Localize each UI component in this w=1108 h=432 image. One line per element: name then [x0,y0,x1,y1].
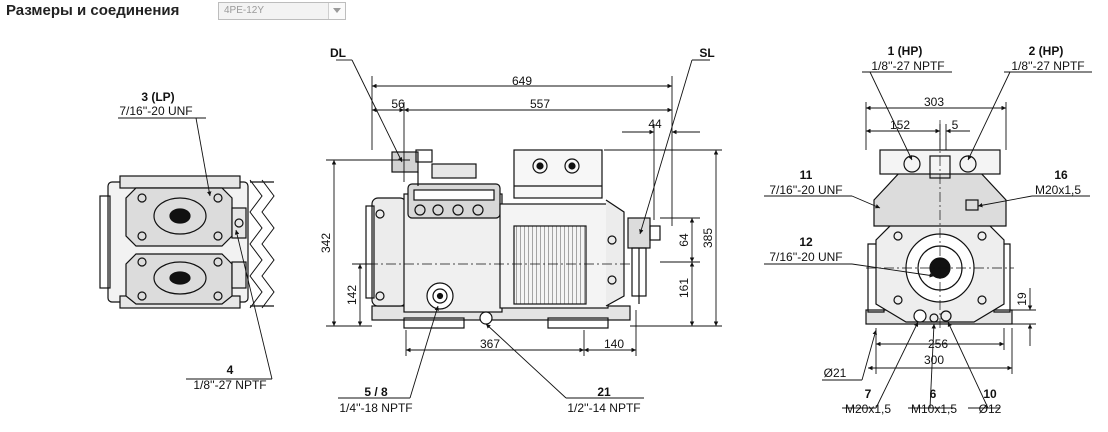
dim-385: 385 [701,228,715,248]
dim-d21: Ø21 [824,366,847,380]
top-view [99,175,275,309]
model-select[interactable]: 4PE-12Y [218,2,346,20]
conn-11-id: 11 [800,168,813,182]
dim-64: 64 [677,233,691,247]
dim-557: 557 [530,97,550,111]
conn-2-id: 2 (HP) [1029,44,1064,58]
dim-342: 342 [319,233,333,253]
dim-5: 5 [952,118,959,132]
dim-303: 303 [924,95,944,109]
conn-5-8-id: 5 / 8 [364,385,388,399]
conn-11-spec: 7/16''-20 UNF [769,183,842,197]
conn-3-id: 3 (LP) [141,90,174,104]
dim-44: 44 [648,117,662,131]
dim-256: 256 [928,337,948,351]
conn-1-id: 1 (HP) [888,44,923,58]
dim-300: 300 [924,353,944,367]
conn-10-spec: Ø12 [979,402,1002,416]
leaders-left [118,117,273,380]
conn-6-id: 6 [930,387,937,401]
conn-7-id: 7 [865,387,872,401]
dim-152: 152 [890,118,910,132]
label-dl: DL [330,46,346,60]
dim-19: 19 [1015,292,1029,306]
conn-3-spec: 7/16''-20 UNF [119,104,192,118]
conn-12-id: 12 [799,235,813,249]
chevron-down-icon[interactable] [328,3,345,19]
conn-12-spec: 7/16''-20 UNF [769,250,842,264]
side-view [365,149,661,329]
conn-7-spec: M20x1,5 [845,402,891,416]
conn-5-8-spec: 1/4''-18 NPTF [339,401,412,415]
dim-56: 56 [391,97,405,111]
conn-10-id: 10 [983,387,997,401]
dim-140: 140 [604,337,624,351]
dim-161: 161 [677,278,691,298]
dim-142: 142 [345,285,359,305]
conn-1-spec: 1/8''-27 NPTF [871,59,944,73]
label-sl: SL [699,46,714,60]
conn-4-spec: 1/8''-27 NPTF [193,378,266,392]
conn-4-id: 4 [227,363,234,377]
dim-367: 367 [480,337,500,351]
conn-6-spec: M10x1,5 [911,402,957,416]
model-select-value: 4PE-12Y [224,5,265,16]
conn-21-id: 21 [597,385,611,399]
dim-649: 649 [512,74,532,88]
side-view-dims [326,59,722,399]
conn-21-spec: 1/2''-14 NPTF [567,401,640,415]
conn-16-spec: M20x1,5 [1035,183,1081,197]
conn-2-spec: 1/8''-27 NPTF [1011,59,1084,73]
front-view [865,120,1014,330]
conn-16-id: 16 [1054,168,1068,182]
page-title: Размеры и соединения [6,2,180,19]
front-view-dims [764,71,1092,409]
page-header: Размеры и соединения 4PE-12Y [0,0,1108,24]
